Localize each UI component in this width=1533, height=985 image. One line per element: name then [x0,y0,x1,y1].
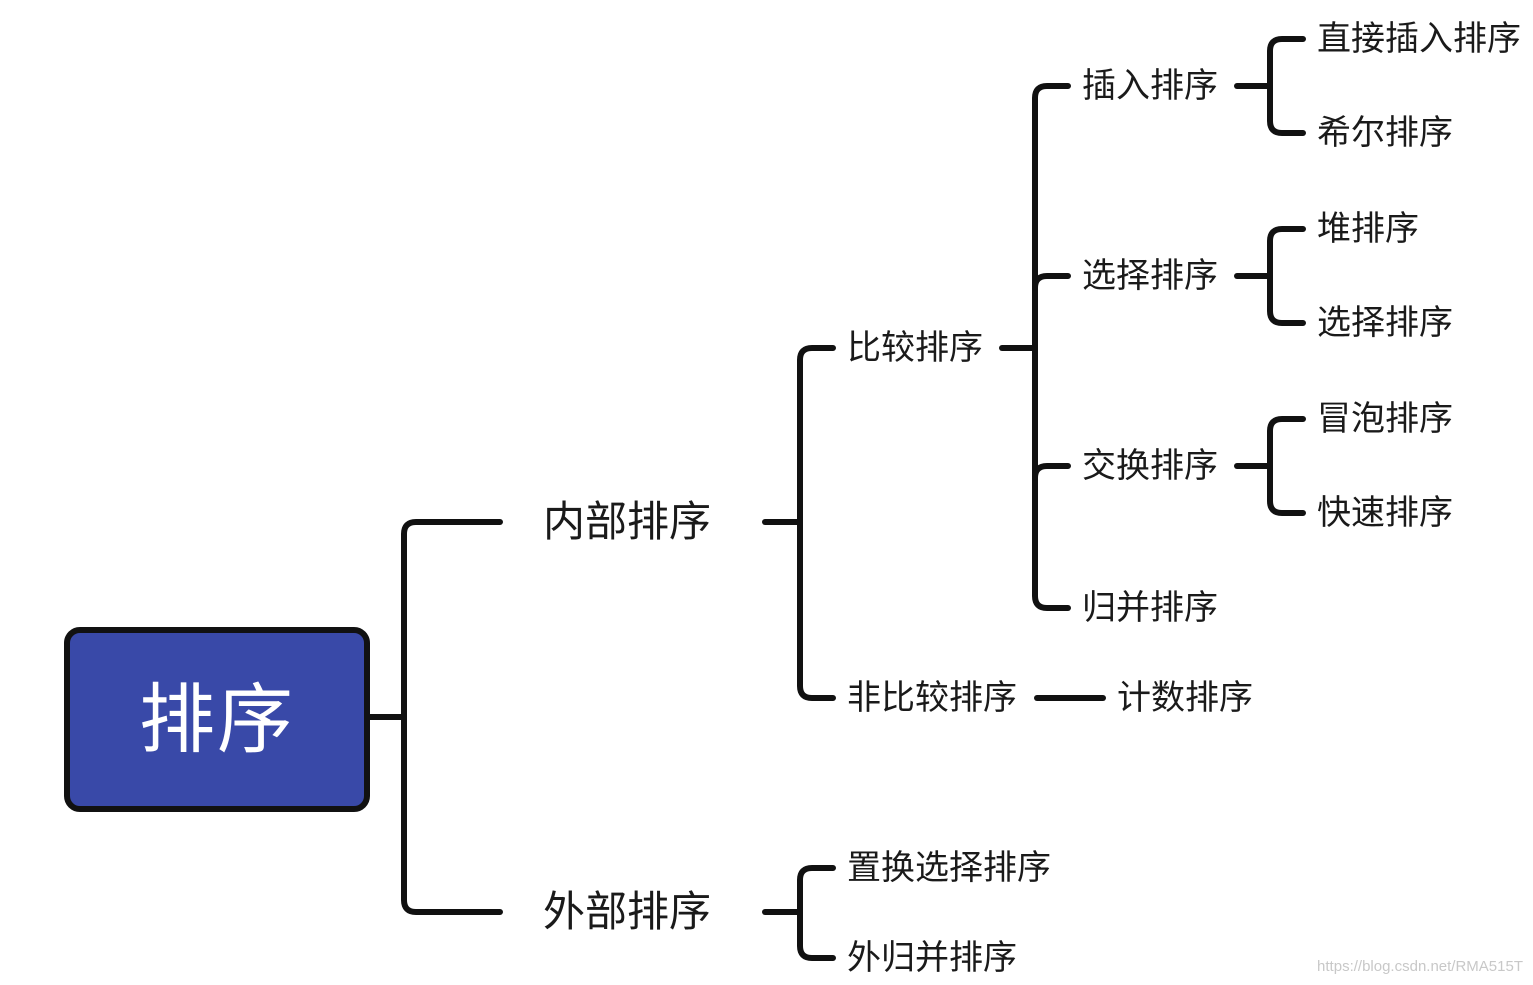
node-comparison-sort: 比较排序 [847,328,983,368]
node-exchange-sort: 交换排序 [1082,446,1218,486]
connector-selection-bracket [1267,226,1306,326]
node-external-merge-sort: 外归并排序 [847,938,1017,978]
connector-external-bracket [797,865,836,961]
connector-comparison-to-selection [1032,273,1071,291]
connector-internal-bracket [797,345,836,701]
watermark: https://blog.csdn.net/RMA515T [1317,958,1523,975]
node-straight-insertion-sort: 直接插入排序 [1317,19,1521,59]
connector-comparison-to-exchange [1032,463,1071,481]
connector-insertion-bracket [1267,36,1306,136]
node-insertion-sort: 插入排序 [1082,66,1218,106]
node-replacement-selection-sort: 置换选择排序 [847,848,1051,888]
root-node: 排序 [64,627,370,812]
node-non-comparison-sort: 非比较排序 [847,678,1017,718]
node-merge-sort: 归并排序 [1082,588,1218,628]
node-external-sort: 外部排序 [543,887,712,936]
node-bubble-sort: 冒泡排序 [1317,399,1453,439]
connector-exchange-bracket [1267,416,1306,516]
node-internal-sort: 内部排序 [543,497,712,546]
root-node-label: 排序 [139,674,295,764]
node-heap-sort: 堆排序 [1317,209,1419,249]
connector-root-bracket [401,519,503,915]
node-quick-sort: 快速排序 [1317,493,1453,533]
node-selection-sort: 选择排序 [1082,256,1218,296]
node-counting-sort: 计数排序 [1117,678,1253,718]
node-shell-sort: 希尔排序 [1317,113,1453,153]
node-simple-selection-sort: 选择排序 [1317,303,1453,343]
connector-comparison-bracket [1032,83,1071,611]
